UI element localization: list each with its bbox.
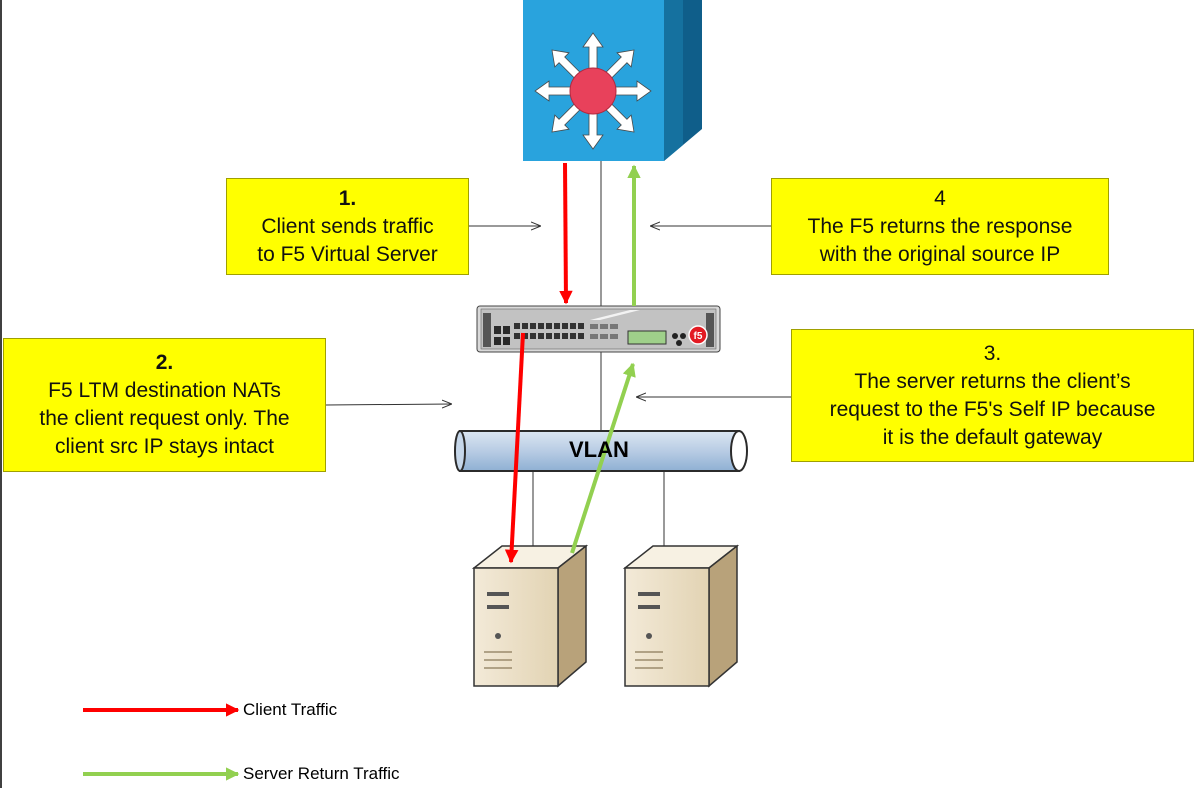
- step2-callout: 2. F5 LTM destination NATs the client re…: [3, 338, 326, 472]
- step3-line3: it is the default gateway: [882, 425, 1103, 449]
- step4-callout: 4 The F5 returns the response with the o…: [771, 178, 1109, 275]
- client-traffic-arrow-f5-to-server: [504, 332, 525, 564]
- step4-number: 4: [934, 186, 946, 210]
- f5-appliance-icon: f5: [476, 305, 721, 353]
- step3-line1: The server returns the client’s: [854, 369, 1131, 393]
- step2-number: 2.: [155, 351, 174, 374]
- step1-number: 1.: [338, 186, 357, 210]
- layer3-switch-icon: [523, 0, 702, 161]
- step4-line1: The F5 returns the response: [807, 214, 1073, 238]
- step1-callout: 1. Client sends traffic to F5 Virtual Se…: [226, 178, 469, 275]
- step1-line1: Client sends traffic: [261, 214, 434, 238]
- step3-line2: request to the F5's Self IP because: [829, 397, 1156, 421]
- step3-number: 3.: [983, 341, 1002, 365]
- server-tower-icon: [471, 544, 589, 688]
- legend-server-return-traffic: Server Return Traffic: [243, 764, 400, 783]
- server-tower-icon: [622, 544, 740, 688]
- step4-line2: with the original source IP: [819, 242, 1061, 266]
- svg-text:f5: f5: [694, 331, 703, 342]
- return-traffic-arrow-server-to-f5: [570, 362, 636, 554]
- client-traffic-arrow-switch-to-f5: [559, 162, 573, 305]
- step1-line2: to F5 Virtual Server: [257, 242, 438, 266]
- vlan-label: VLAN: [569, 437, 629, 462]
- step3-callout: 3. The server returns the client’s reque…: [791, 329, 1194, 462]
- step2-line3: client src IP stays intact: [54, 435, 275, 458]
- step2-line1: F5 LTM destination NATs: [48, 379, 281, 402]
- legend-client-traffic: Client Traffic: [243, 700, 338, 719]
- step2-pointer: [325, 404, 452, 405]
- step2-line2: the client request only. The: [39, 407, 290, 430]
